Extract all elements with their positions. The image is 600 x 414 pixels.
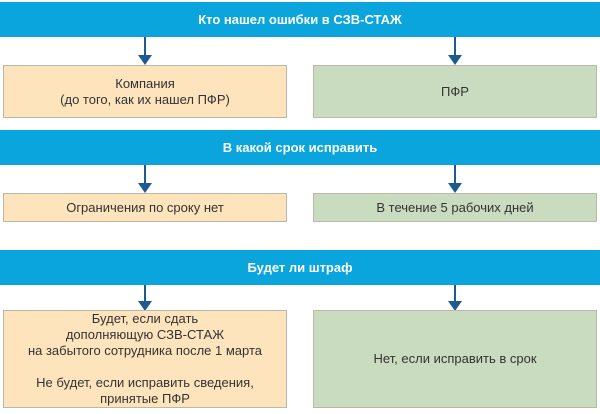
arrow-down-icon — [448, 165, 462, 193]
arrow-down-icon — [138, 165, 152, 193]
box-5-days: В течение 5 рабочих дней — [313, 193, 597, 222]
header-who-found: Кто нашел ошибки в СЗВ-СТАЖ — [0, 2, 600, 37]
box-fine-pfr: Нет, если исправить в срок — [313, 310, 597, 408]
box-no-limit: Ограничения по сроку нет — [3, 193, 287, 222]
header-fine: Будет ли штраф — [0, 250, 600, 285]
box-pfr: ПФР — [313, 65, 597, 118]
arrow-down-icon — [138, 37, 152, 65]
arrow-down-icon — [448, 37, 462, 65]
box-company: Компания (до того, как их нашел ПФР) — [3, 65, 287, 118]
arrow-down-icon — [138, 285, 152, 311]
header-deadline: В какой срок исправить — [0, 130, 600, 165]
arrow-down-icon — [448, 285, 462, 311]
box-fine-company: Будет, если сдать дополняющую СЗВ-СТАЖ н… — [3, 310, 287, 408]
